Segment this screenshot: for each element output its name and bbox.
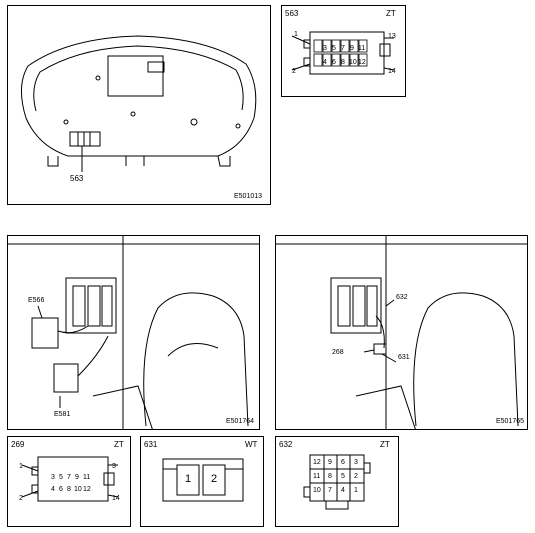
c563-cell-box [331, 39, 341, 53]
c563-cell-box [331, 53, 341, 67]
connector-632-tag: ZT [380, 440, 390, 449]
connector-269-pin-13: 3 [112, 463, 116, 470]
c563-cell-box [349, 53, 359, 67]
c269-cell: 4 [51, 486, 55, 493]
c563-cell-box [313, 39, 323, 53]
left-view-callout-e566: E566 [28, 297, 45, 304]
cluster-panel: 563 E501013 [7, 5, 271, 205]
c632-cell: 2 [354, 473, 358, 480]
right-view-drawing [276, 236, 527, 429]
c269-cell: 6 [59, 486, 63, 493]
connector-269-id: 269 [11, 440, 25, 449]
connector-632-panel: 632 ZT 12 9 6 3 11 8 5 2 10 7 4 1 [275, 436, 399, 527]
connector-269-pin-1: 1 [19, 463, 23, 470]
c563-cell: 10 [349, 59, 357, 66]
connector-563-id: 563 [285, 9, 299, 18]
c269-cell: 5 [59, 474, 63, 481]
c563-cell: 11 [358, 45, 366, 52]
connector-563-pin-13: 13 [388, 33, 396, 40]
c632-cell: 3 [354, 459, 358, 466]
c563-cell: 12 [358, 59, 366, 66]
right-view-callout-268: 268 [332, 349, 344, 356]
c563-cell: 3 [323, 45, 327, 52]
connector-563-pin-2: 2 [292, 68, 296, 75]
c563-cell: 4 [323, 59, 327, 66]
c632-cell: 5 [341, 473, 345, 480]
left-view-panel: E566 E581 E501764 [7, 235, 260, 430]
c563-cell: 9 [350, 45, 354, 52]
right-view-figure-code: E501765 [496, 418, 525, 425]
left-view-drawing [8, 236, 259, 429]
c563-cell-box [358, 39, 368, 53]
connector-563-pin-14: 14 [388, 68, 396, 75]
connector-632-id: 632 [279, 440, 293, 449]
c563-cell-box [349, 39, 359, 53]
connector-563-drawing [291, 31, 395, 75]
c269-cell: 3 [51, 474, 55, 481]
cluster-drawing [21, 35, 257, 172]
c563-cell-box [340, 39, 350, 53]
c632-cell: 9 [328, 459, 332, 466]
connector-269-panel: 269 ZT 1 2 3 14 3 5 7 9 11 4 6 8 10 12 [7, 436, 131, 527]
c632-cell: 11 [313, 473, 321, 480]
c632-cell: 12 [313, 459, 321, 466]
right-view-panel: 632 268 631 E501765 [275, 235, 528, 430]
connector-269-pin-2: 2 [19, 495, 23, 502]
connector-632-drawing [303, 454, 371, 510]
connector-631-panel: 631 WT 1 2 [140, 436, 264, 527]
c269-cell: 12 [83, 486, 91, 493]
c563-cell: 7 [341, 45, 345, 52]
left-view-callout-e581: E581 [54, 411, 71, 418]
connector-631-tag: WT [245, 440, 258, 449]
c563-cell-box [358, 53, 368, 67]
connector-269-pin-14: 14 [112, 495, 120, 502]
c632-cell: 1 [354, 487, 358, 494]
c632-cell: 10 [313, 487, 321, 494]
connector-269-tag: ZT [114, 440, 124, 449]
c563-cell: 8 [341, 59, 345, 66]
c563-cell: 5 [332, 45, 336, 52]
right-view-callout-631: 631 [398, 354, 410, 361]
left-view-figure-code: E501764 [226, 418, 255, 425]
c563-cell-box [322, 39, 332, 53]
right-view-callout-632: 632 [396, 294, 408, 301]
cluster-callout-563: 563 [70, 174, 84, 183]
c269-cell: 9 [75, 474, 79, 481]
c632-cell: 6 [341, 459, 345, 466]
connector-269-drawing [21, 456, 119, 502]
c563-cell-box [340, 53, 350, 67]
c269-cell: 8 [67, 486, 71, 493]
c632-cell: 7 [328, 487, 332, 494]
cluster-figure-code: E501013 [234, 193, 263, 200]
c269-cell: 10 [74, 486, 82, 493]
connector-563-tag: ZT [386, 9, 396, 18]
c269-cell: 11 [83, 474, 91, 481]
connector-631-id: 631 [144, 440, 158, 449]
c563-cell-box [313, 53, 323, 67]
connector-631-cell-2: 2 [211, 473, 218, 485]
c269-cell: 7 [67, 474, 71, 481]
c563-cell: 6 [332, 59, 336, 66]
connector-563-panel: 563 ZT 1 2 13 14 3 5 7 9 11 4 6 8 10 12 [281, 5, 406, 97]
connector-631-cell-1: 1 [185, 473, 192, 485]
connector-631-drawing [162, 458, 244, 502]
c632-cell: 4 [341, 487, 345, 494]
c563-cell-box [322, 53, 332, 67]
connector-563-pin-1: 1 [294, 31, 298, 38]
c632-cell: 8 [328, 473, 332, 480]
